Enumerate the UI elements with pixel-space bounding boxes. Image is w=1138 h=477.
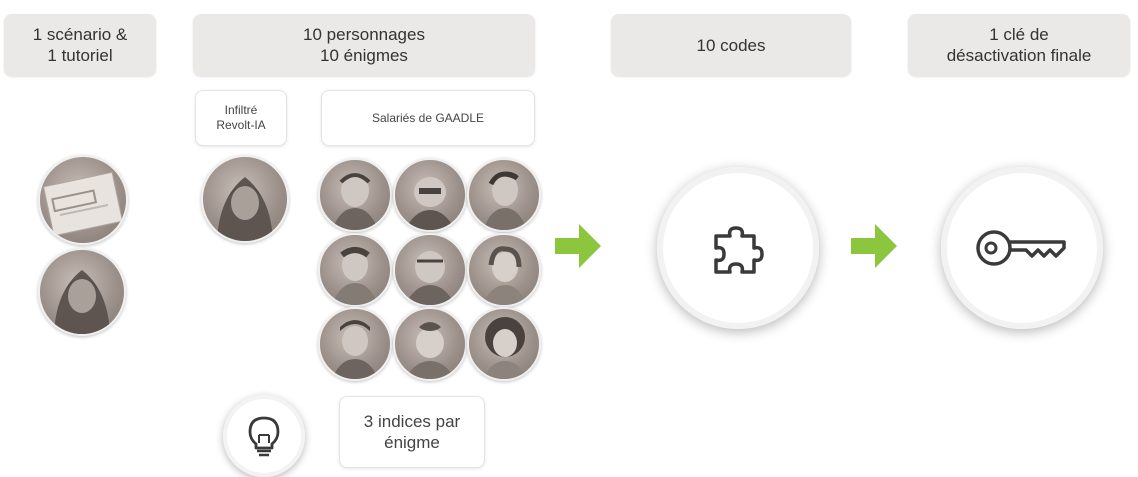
subheader-salaries-label: Salariés de GAADLE xyxy=(371,111,485,125)
lightbulb-icon xyxy=(248,416,280,457)
employee-portrait xyxy=(318,307,392,381)
header-cle-label: 1 clé de désactivation finale xyxy=(946,25,1092,65)
employee-portrait xyxy=(467,233,541,307)
arrow-right-icon xyxy=(555,224,601,268)
infiltre-portrait xyxy=(201,155,289,243)
employee-portrait xyxy=(393,233,467,307)
employee-portrait xyxy=(467,307,541,381)
indices-circle xyxy=(223,395,305,477)
header-personnages: 10 personnages 10 énigmes xyxy=(193,14,535,76)
indices-label: 3 indices par énigme xyxy=(363,412,461,452)
arrow-right-icon xyxy=(851,224,897,268)
subheader-salaries: Salariés de GAADLE xyxy=(321,90,535,146)
header-scenario: 1 scénario & 1 tutoriel xyxy=(4,14,156,76)
header-codes-label: 10 codes xyxy=(696,35,766,55)
employee-portrait xyxy=(393,158,467,232)
employee-portrait xyxy=(318,158,392,232)
key-icon xyxy=(976,230,1066,266)
subheader-infiltre-label: Infiltré Revolt-IA xyxy=(216,103,266,132)
top-secret-document-image xyxy=(38,155,128,245)
header-cle: 1 clé de désactivation finale xyxy=(908,14,1130,76)
employee-portrait xyxy=(318,233,392,307)
key-circle xyxy=(941,167,1103,329)
subheader-infiltre: Infiltré Revolt-IA xyxy=(195,90,287,146)
header-personnages-label: 10 personnages 10 énigmes xyxy=(303,25,425,65)
indices-label-box: 3 indices par énigme xyxy=(339,396,485,468)
puzzle-icon xyxy=(714,226,764,274)
hooded-figure-image xyxy=(38,248,126,336)
header-codes: 10 codes xyxy=(611,14,851,76)
employee-portrait xyxy=(393,307,467,381)
header-scenario-label: 1 scénario & 1 tutoriel xyxy=(32,25,128,65)
employee-portrait xyxy=(467,158,541,232)
codes-circle xyxy=(657,167,819,329)
